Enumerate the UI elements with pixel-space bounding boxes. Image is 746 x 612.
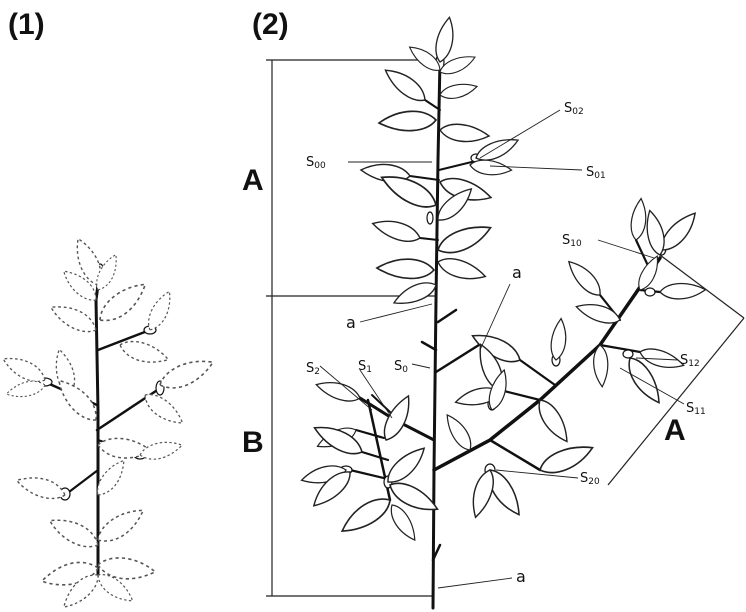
label-s0: S0 [394,359,408,375]
panel-2-plant [300,16,706,608]
twig [420,238,438,240]
twig [600,345,640,352]
label-s01: S01 [586,165,606,181]
bud [645,288,655,296]
bud [427,212,433,224]
label-s10: S10 [562,233,582,249]
cut-stub [438,310,456,322]
twig [500,390,540,400]
label-a-bottom: a [516,567,526,586]
panel-2-label: (2) [252,8,289,41]
label-s20: S20 [580,471,600,487]
label-s2: S2 [306,361,320,377]
twig [356,430,384,438]
section-a-label: A [242,164,264,197]
label-s1: S1 [358,359,372,375]
twig [362,452,388,460]
panel-1-sketch [0,235,217,612]
branch-a-label: A [664,414,686,447]
twig [520,360,555,385]
panel-1-label: (1) [8,8,45,41]
cut-stub [422,342,436,350]
twig [410,176,439,180]
label-s00: S00 [306,155,326,171]
label-a-left: a [346,313,356,332]
bud [623,350,633,358]
label-a-mid: a [512,263,522,282]
panel-1-main-stem [96,270,100,575]
label-s12: S12 [680,353,700,369]
branch-s20 [490,440,540,470]
label-s11: S11 [686,401,706,417]
leaf [432,16,459,64]
label-s02: S02 [564,101,584,117]
main-stem [433,60,440,608]
section-b-label: B [242,426,264,459]
